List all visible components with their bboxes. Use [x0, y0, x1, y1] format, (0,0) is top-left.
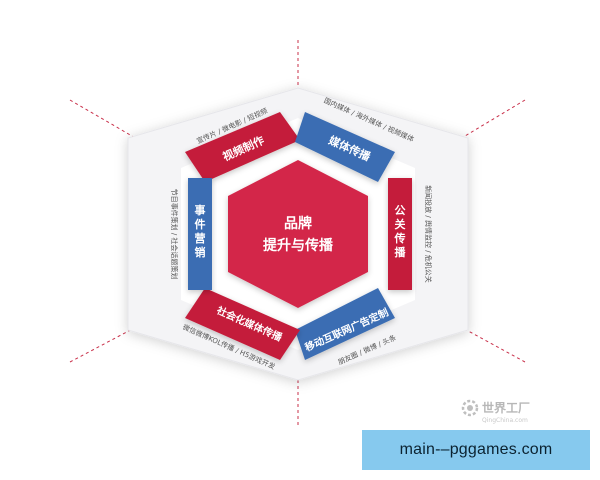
segment-event-label: 事件营销	[195, 203, 206, 259]
segment-social-shape	[185, 288, 300, 360]
center-title-line2: 提升与传播	[263, 237, 334, 254]
center-hexagon	[228, 160, 368, 308]
segment-event-shape	[188, 178, 212, 290]
center-title-line1: 品牌	[284, 215, 312, 232]
watermark-logo: 世界工厂 QingChina.com	[461, 399, 530, 424]
segment-mobile-shape	[295, 288, 395, 360]
segment-pr-label: 公关传播	[394, 204, 407, 259]
segment-media-shape	[295, 112, 395, 182]
watermark-brand: 世界工厂	[482, 400, 530, 415]
segment-pr-shape	[388, 178, 412, 290]
url-banner[interactable]: main-–pggames.com	[362, 430, 590, 470]
segment-video-shape	[185, 112, 300, 182]
desc-pr: 新闻投放 / 舆情监控 / 危机公关	[424, 185, 433, 283]
watermark-sub: QingChina.com	[482, 417, 528, 424]
desc-event: 节目事件策划 / 社会话题策划	[170, 189, 179, 280]
gear-icon	[461, 399, 479, 417]
